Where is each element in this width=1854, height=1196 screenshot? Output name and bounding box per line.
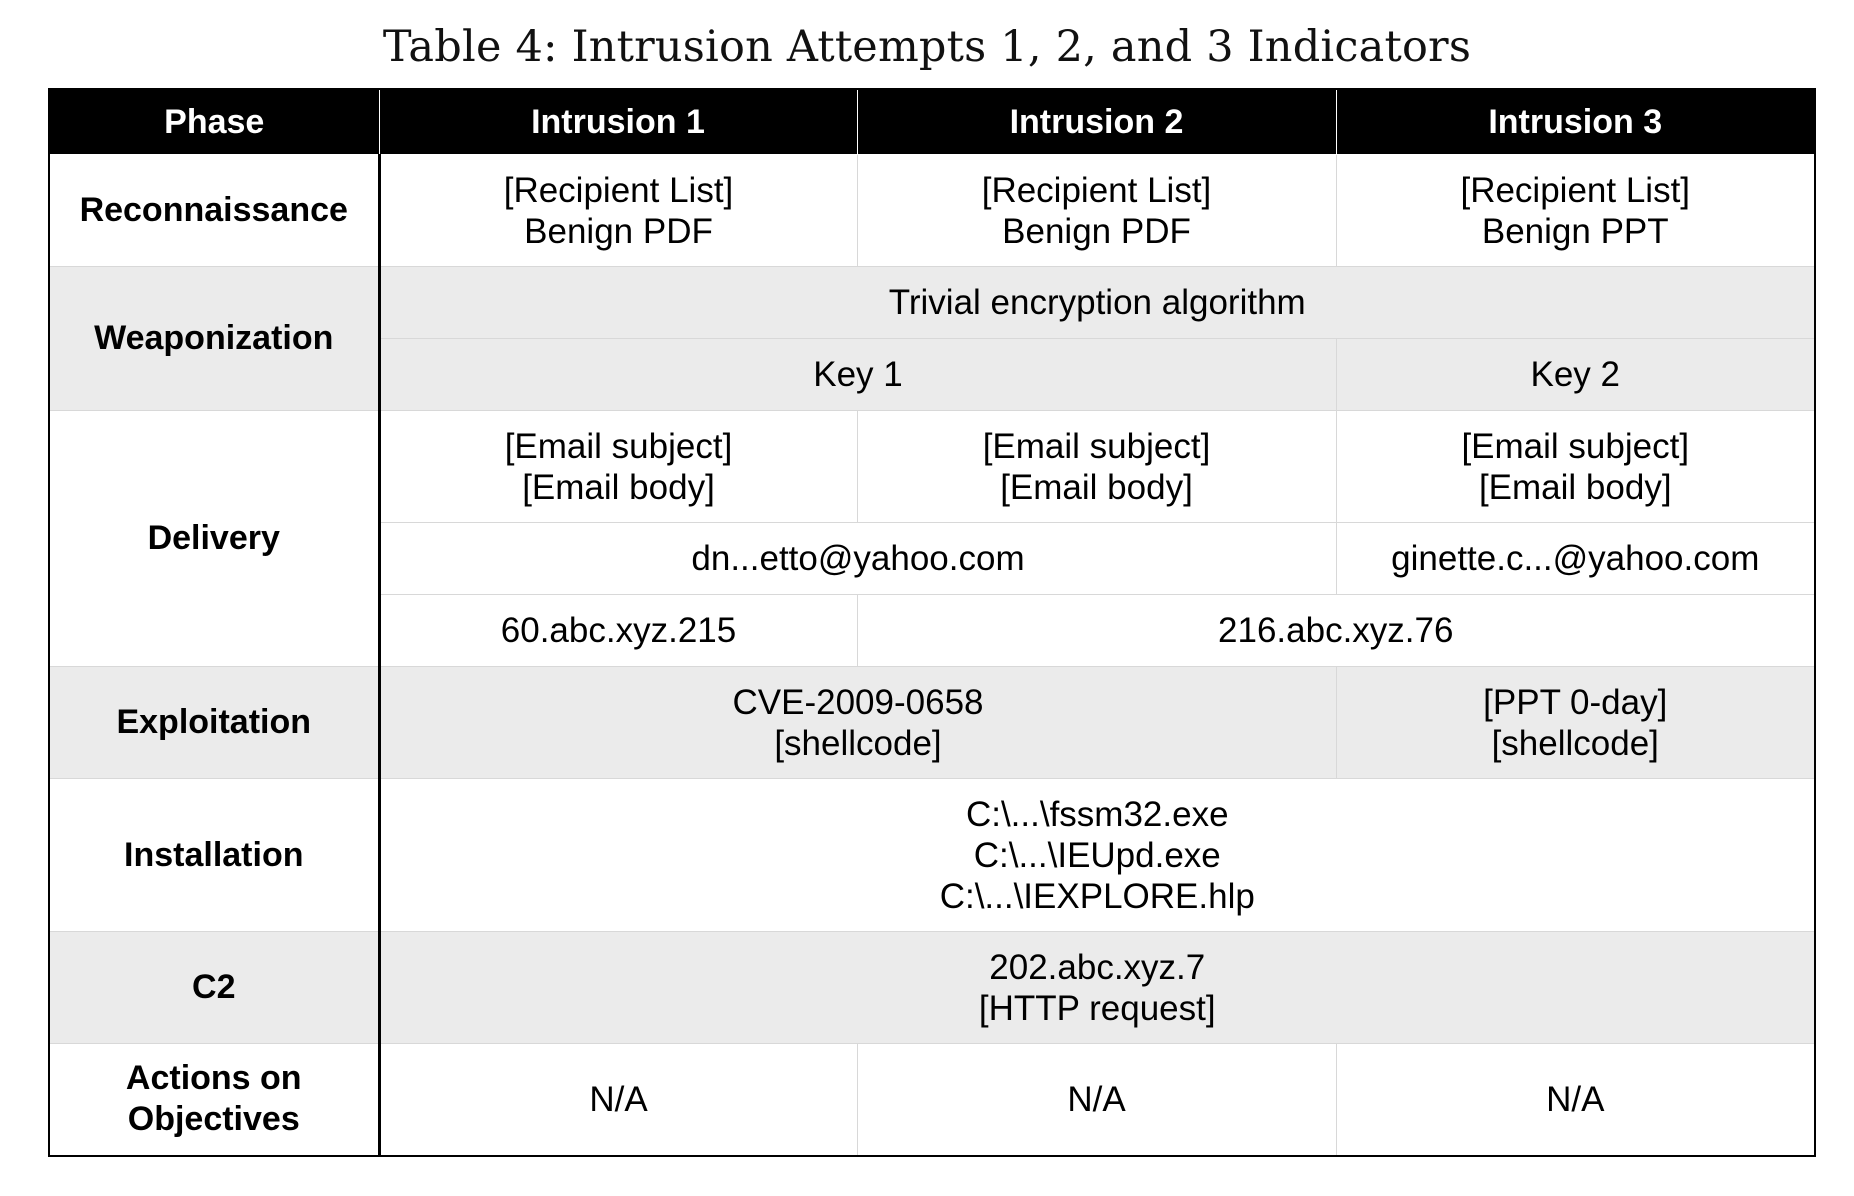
row-weaponization-algorithm: Weaponization Trivial encryption algorit… [49, 266, 1815, 411]
phase-actions-line-2: Objectives [127, 1100, 300, 1139]
delivery-email-i3-subject: [Email subject] [1461, 426, 1690, 466]
recon-intrusion-1: [Recipient List] Benign PDF [378, 154, 858, 267]
header-phase: Phase [49, 89, 380, 155]
phase-weaponization: Weaponization [49, 266, 381, 411]
phase-exploitation: Exploitation [49, 666, 381, 779]
row-delivery-sender: dn...etto@yahoo.com ginette.c...@yahoo.c… [49, 522, 1815, 595]
recon-intrusion-3: [Recipient List] Benign PPT [1335, 154, 1815, 267]
exploit-i1-i2: CVE-2009-0658 [shellcode] [378, 666, 1337, 779]
intrusion-indicators-table: Phase Intrusion 1 Intrusion 2 Intrusion … [48, 88, 1816, 1157]
recon-intrusion-2: [Recipient List] Benign PDF [856, 154, 1337, 267]
phase-actions-line-1: Actions on [125, 1059, 302, 1098]
delivery-email-i2: [Email subject] [Email body] [856, 410, 1337, 523]
delivery-email-i3: [Email subject] [Email body] [1335, 410, 1815, 523]
row-delivery-email: Delivery [Email subject] [Email body] [E… [49, 410, 1815, 667]
recon-i3-line-1: [Recipient List] [1460, 170, 1691, 210]
c2-all: 202.abc.xyz.7 [HTTP request] [378, 931, 1815, 1044]
actions-i2: N/A [856, 1043, 1337, 1156]
delivery-sender-i1-i2: dn...etto@yahoo.com [378, 522, 1337, 595]
recon-i2-line-2: Benign PDF [1002, 211, 1191, 251]
actions-i1: N/A [378, 1043, 858, 1156]
recon-i1-line-1: [Recipient List] [503, 170, 734, 210]
exploit-i3: [PPT 0-day] [shellcode] [1335, 666, 1815, 779]
table-caption: Table 4: Intrusion Attempts 1, 2, and 3 … [382, 22, 1472, 72]
delivery-sender-i3: ginette.c...@yahoo.com [1335, 522, 1815, 595]
delivery-email-i1-body: [Email body] [522, 467, 715, 507]
phase-delivery: Delivery [49, 410, 381, 667]
c2-line-2: [HTTP request] [978, 988, 1216, 1028]
row-weaponization-key: Key 1 Key 2 [49, 338, 1815, 411]
installation-file-2: C:\...\IEUpd.exe [973, 835, 1221, 875]
delivery-email-i2-body: [Email body] [1000, 467, 1193, 507]
recon-i3-line-2: Benign PPT [1481, 211, 1669, 251]
phase-actions-on-objectives: Actions on Objectives [49, 1043, 381, 1156]
phase-c2: C2 [49, 931, 381, 1044]
header-intrusion-3: Intrusion 3 [1335, 89, 1815, 155]
delivery-ip-i1: 60.abc.xyz.215 [378, 594, 858, 667]
phase-reconnaissance: Reconnaissance [49, 154, 381, 267]
header-intrusion-2: Intrusion 2 [856, 89, 1337, 155]
exploit-i3-line-1: [PPT 0-day] [1483, 682, 1668, 722]
header-intrusion-1: Intrusion 1 [378, 89, 858, 155]
exploit-i3-line-2: [shellcode] [1491, 723, 1659, 763]
recon-i1-line-2: Benign PDF [524, 211, 713, 251]
row-delivery-ip: 60.abc.xyz.215 216.abc.xyz.76 [49, 594, 1815, 667]
delivery-email-i2-subject: [Email subject] [982, 426, 1211, 466]
delivery-email-i1-subject: [Email subject] [504, 426, 733, 466]
installation-file-3: C:\...\IEXPLORE.hlp [939, 876, 1255, 916]
row-exploitation: Exploitation CVE-2009-0658 [shellcode] [… [49, 666, 1815, 779]
weapon-key-1: Key 1 [378, 338, 1337, 411]
exploit-i1-i2-line-1: CVE-2009-0658 [732, 682, 984, 722]
delivery-ip-i2-i3: 216.abc.xyz.76 [856, 594, 1815, 667]
c2-line-1: 202.abc.xyz.7 [989, 947, 1206, 987]
row-installation: Installation C:\...\fssm32.exe C:\...\IE… [49, 778, 1815, 932]
exploit-i1-i2-line-2: [shellcode] [774, 723, 942, 763]
actions-i3: N/A [1335, 1043, 1815, 1156]
weapon-algorithm: Trivial encryption algorithm [378, 266, 1815, 339]
row-c2: C2 202.abc.xyz.7 [HTTP request] [49, 931, 1815, 1044]
installation-all: C:\...\fssm32.exe C:\...\IEUpd.exe C:\..… [378, 778, 1815, 932]
weapon-key-2: Key 2 [1335, 338, 1815, 411]
header-row: Phase Intrusion 1 Intrusion 2 Intrusion … [49, 89, 1815, 155]
recon-i2-line-1: [Recipient List] [981, 170, 1212, 210]
row-actions-on-objectives: Actions on Objectives N/A N/A N/A [49, 1043, 1815, 1156]
delivery-email-i1: [Email subject] [Email body] [378, 410, 858, 523]
row-reconnaissance: Reconnaissance [Recipient List] Benign P… [49, 154, 1815, 267]
phase-installation: Installation [49, 778, 381, 932]
delivery-email-i3-body: [Email body] [1478, 467, 1672, 507]
installation-file-1: C:\...\fssm32.exe [965, 794, 1229, 834]
